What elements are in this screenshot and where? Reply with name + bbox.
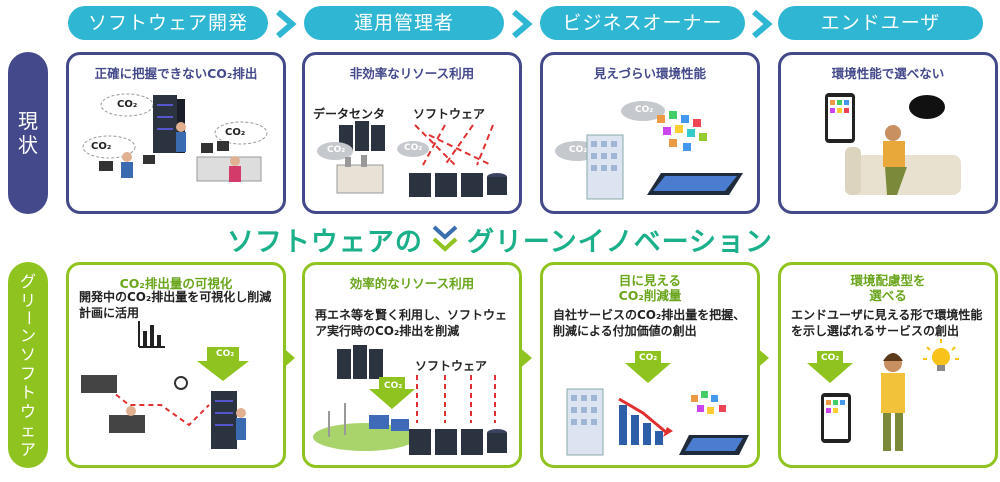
reduction-illustration xyxy=(566,351,749,456)
enduser-choice-illustration xyxy=(807,339,959,451)
stage-operations: 運用管理者 xyxy=(304,6,504,40)
stage-business-owner: ビジネスオーナー xyxy=(540,6,745,40)
green-card-efficient: 効率的なリソース利用 再エネ等を賢く利用し、ソフトウェア実行時のCO₂排出を削減… xyxy=(302,262,522,468)
green-card-visualize: CO₂排出量の可視化 開発中のCO₂排出量を可視化し削減計画に活用 xyxy=(66,262,286,468)
lightbulb-icon xyxy=(923,339,959,371)
datacenter-software-illustration xyxy=(317,121,507,197)
current-card-business: 見えづらい環境性能 CO₂ CO₂ xyxy=(540,52,760,214)
visualize-illustration xyxy=(81,321,249,449)
row-label-green-software: グ リ ー ン ソ フ ト ウ ェ ア xyxy=(8,262,48,468)
dev-office-illustration xyxy=(82,93,268,182)
stage-end-user: エンドユーザ xyxy=(778,6,983,40)
green-card-selectable: 環境配慮型を 選べる エンドユーザに見える形で環境性能を示し選ばれるサービスの創… xyxy=(778,262,998,468)
user-sofa-illustration xyxy=(825,93,961,195)
current-card-enduser: 環境性能で選べない xyxy=(778,52,998,214)
renewable-illustration xyxy=(313,345,507,455)
building-tablet-illustration xyxy=(555,101,743,200)
headline-right: グリーンイノベーション xyxy=(466,226,774,258)
headline-left: ソフトウェアの xyxy=(226,226,423,258)
bar-chart-icon xyxy=(138,321,165,348)
row-label-current: 現 状 xyxy=(8,52,48,214)
current-card-dev: 正確に把握できないCO₂排出 CO₂ xyxy=(66,52,286,214)
chevron-right-icon xyxy=(512,9,533,39)
chevron-right-icon xyxy=(276,9,297,39)
chevron-down-icon xyxy=(432,225,458,252)
current-card-ops: 非効率なリソース利用 データセンタ ソフトウェア xyxy=(302,52,522,214)
stage-software-dev: ソフトウェア開発 xyxy=(68,6,268,40)
headline: ソフトウェアの グリーンイノベーション xyxy=(0,222,1000,258)
chevron-right-icon xyxy=(752,9,773,39)
green-card-visible-reduction: 目に見える CO₂削減量 自社サービスのCO₂排出量を把握、削減による付加価値の… xyxy=(540,262,760,468)
